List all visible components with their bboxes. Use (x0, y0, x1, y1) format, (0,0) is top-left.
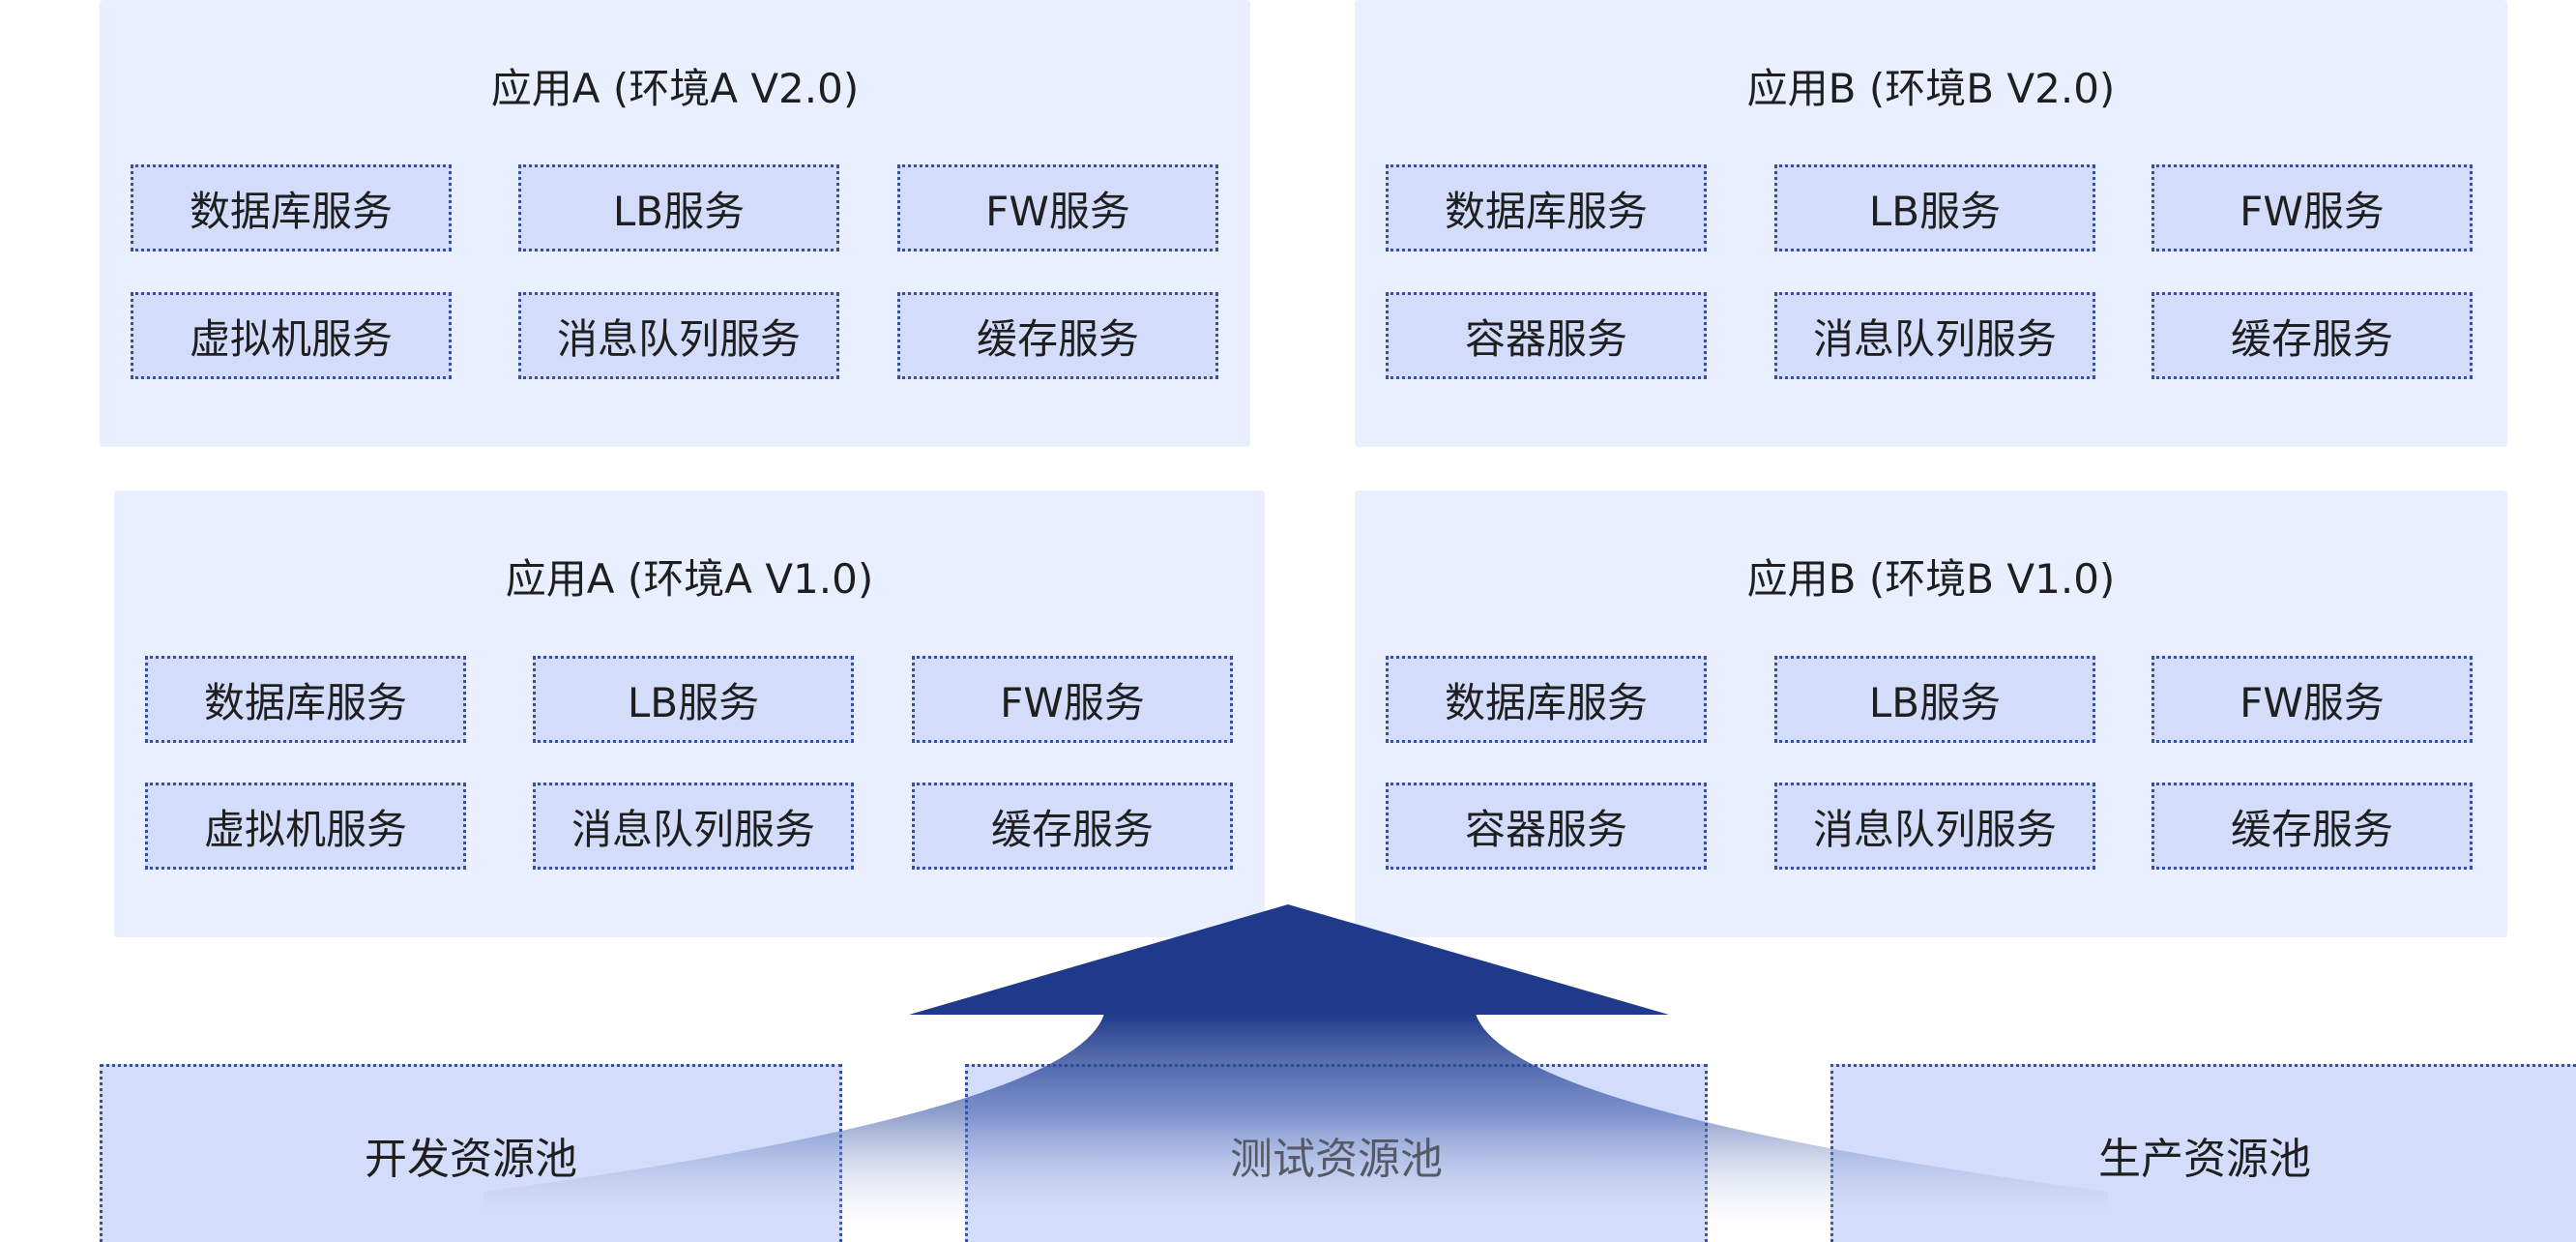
service-database: 数据库服务 (1386, 164, 1707, 251)
service-container: 容器服务 (1386, 783, 1707, 870)
pool-label: 测试资源池 (1230, 1134, 1443, 1184)
pool-dev: 开发资源池 (100, 1064, 842, 1242)
service-database: 数据库服务 (131, 164, 452, 251)
pool-label: 开发资源池 (365, 1134, 577, 1184)
pool-label: 生产资源池 (2098, 1134, 2311, 1184)
service-database: 数据库服务 (1386, 656, 1707, 743)
service-cache: 缓存服务 (912, 783, 1233, 870)
service-mq: 消息队列服务 (1774, 783, 2095, 870)
service-fw: FW服务 (912, 656, 1233, 743)
panel-title: 应用A (环境A V2.0) (490, 65, 860, 112)
service-fw: FW服务 (2152, 164, 2473, 251)
service-lb: LB服务 (1774, 656, 2095, 743)
pool-test: 测试资源池 (965, 1064, 1708, 1242)
panel-app-a-v2: 应用A (环境A V2.0) 数据库服务 LB服务 FW服务 虚拟机服务 消息队… (100, 0, 1250, 447)
panel-app-b-v1: 应用B (环境B V1.0) 数据库服务 LB服务 FW服务 容器服务 消息队列… (1355, 490, 2507, 937)
service-cache: 缓存服务 (2152, 783, 2473, 870)
panel-app-b-v2: 应用B (环境B V2.0) 数据库服务 LB服务 FW服务 容器服务 消息队列… (1355, 0, 2507, 447)
pool-prod: 生产资源池 (1830, 1064, 2576, 1242)
service-database: 数据库服务 (145, 656, 466, 743)
service-mq: 消息队列服务 (518, 292, 839, 379)
service-fw: FW服务 (2152, 656, 2473, 743)
service-lb: LB服务 (518, 164, 839, 251)
service-vm: 虚拟机服务 (145, 783, 466, 870)
service-mq: 消息队列服务 (533, 783, 854, 870)
service-mq: 消息队列服务 (1774, 292, 2095, 379)
panel-title: 应用B (环境B V1.0) (1746, 555, 2116, 603)
service-lb: LB服务 (533, 656, 854, 743)
panel-title: 应用B (环境B V2.0) (1746, 65, 2116, 112)
service-vm: 虚拟机服务 (131, 292, 452, 379)
service-cache: 缓存服务 (897, 292, 1218, 379)
service-container: 容器服务 (1386, 292, 1707, 379)
service-lb: LB服务 (1774, 164, 2095, 251)
service-cache: 缓存服务 (2152, 292, 2473, 379)
service-fw: FW服务 (897, 164, 1218, 251)
panel-app-a-v1: 应用A (环境A V1.0) 数据库服务 LB服务 FW服务 虚拟机服务 消息队… (114, 490, 1265, 937)
panel-title: 应用A (环境A V1.0) (505, 555, 874, 603)
